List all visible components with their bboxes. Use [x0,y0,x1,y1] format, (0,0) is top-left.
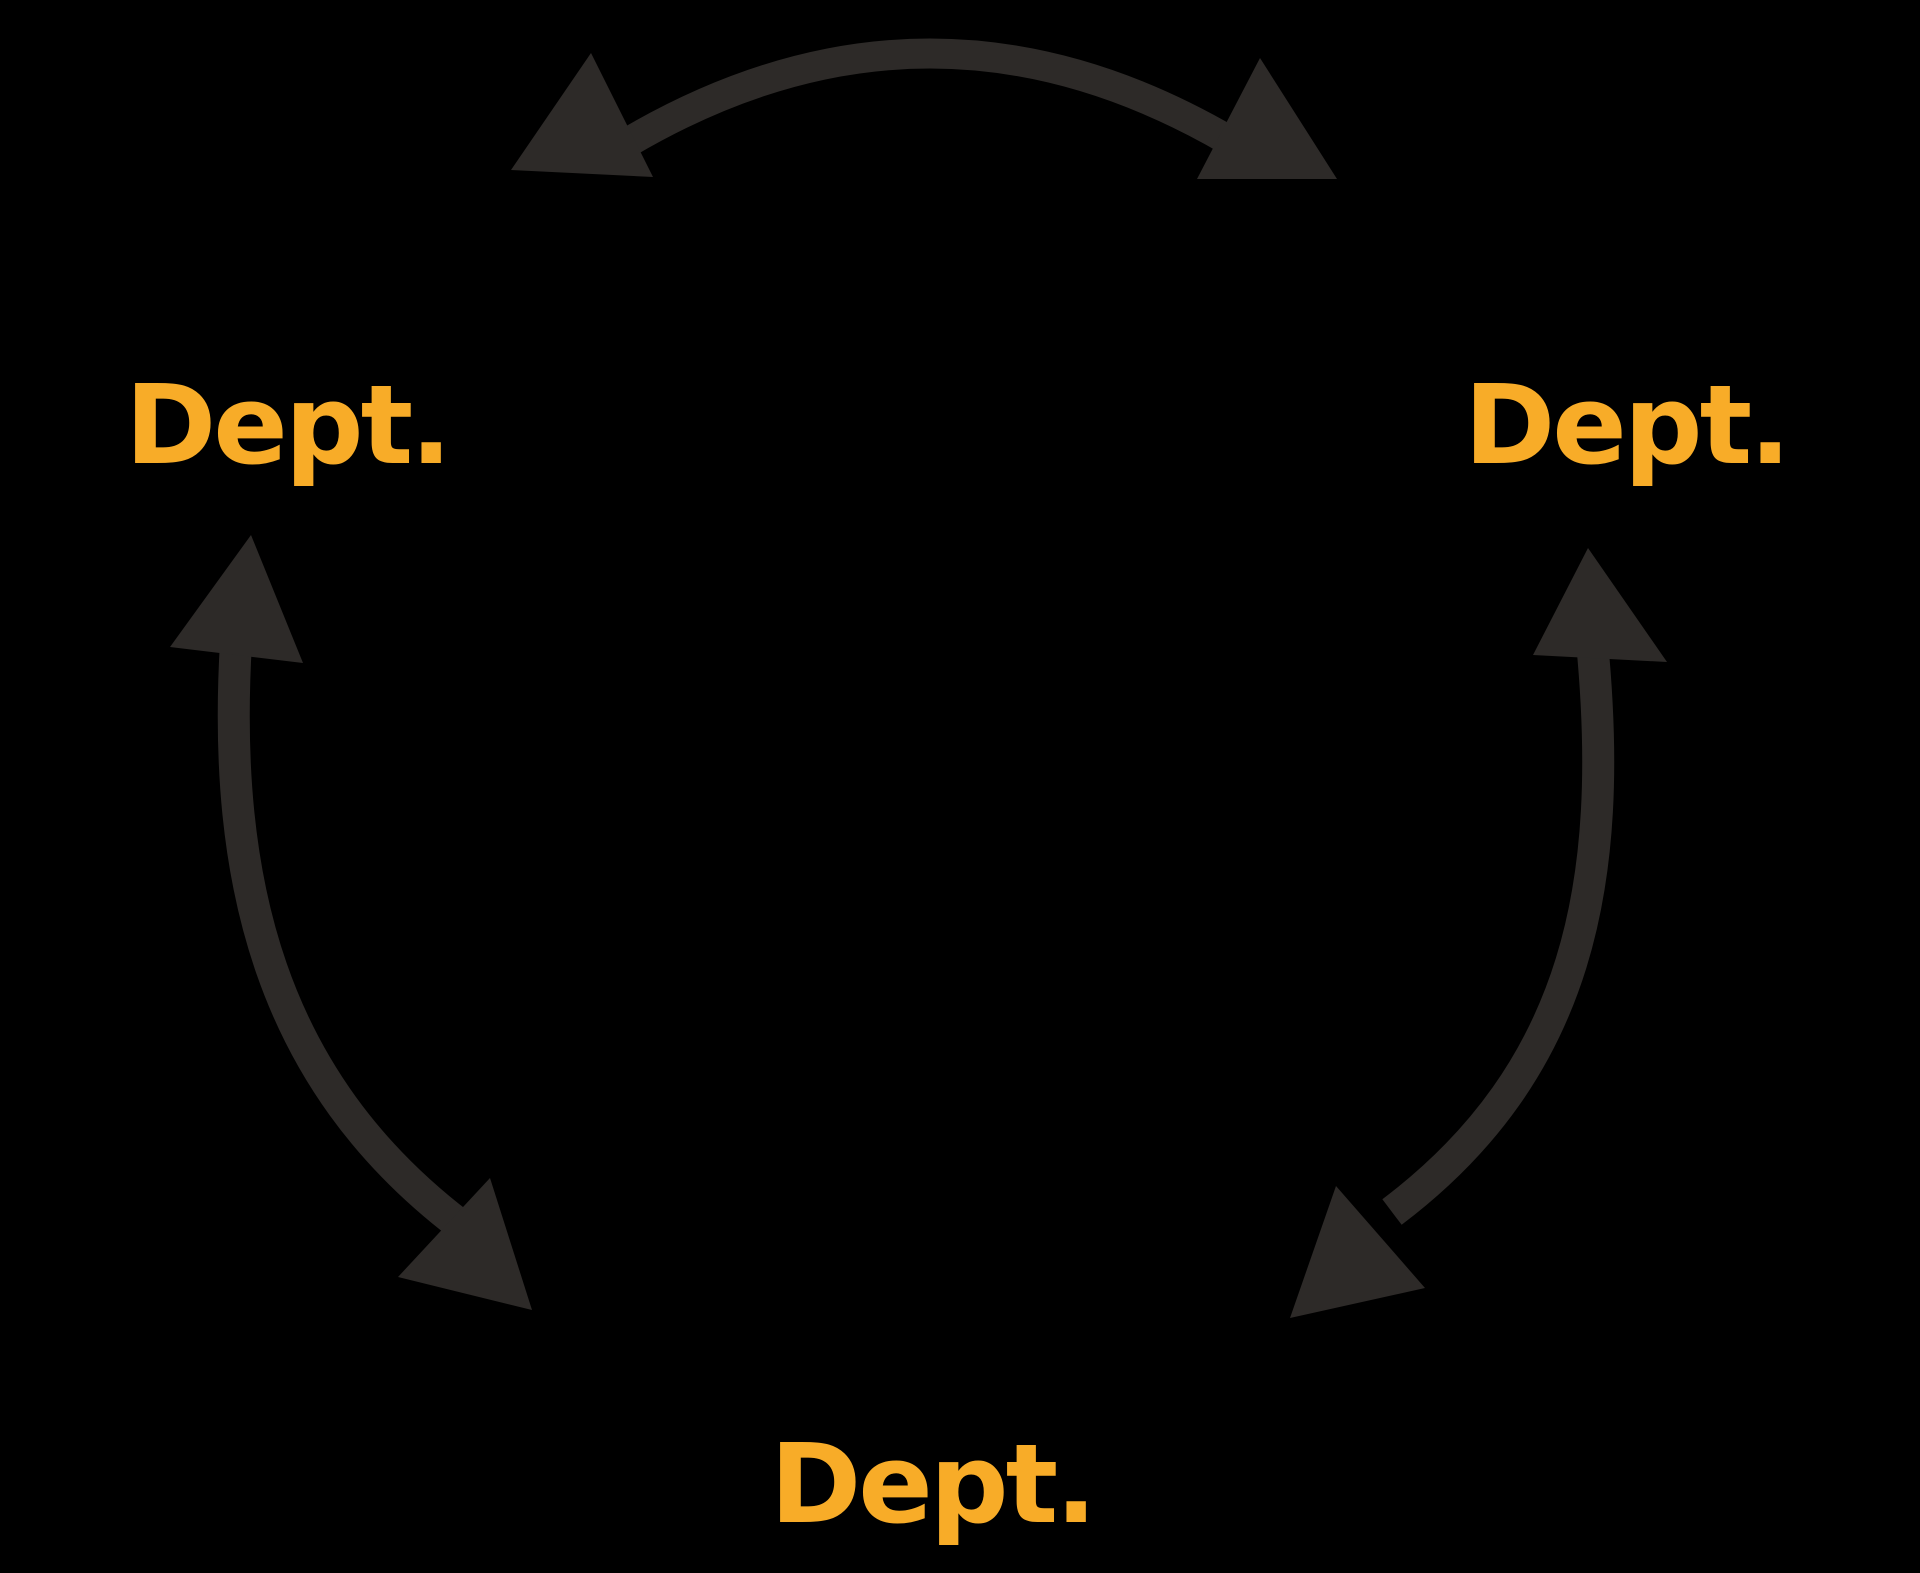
dept-label-bottom: Dept. [770,1420,1097,1548]
top-arrow-left-head-icon [511,53,653,177]
right-arrow-bottom-head-icon [1290,1186,1425,1318]
top-bidirectional-arrow-icon [511,38,1337,179]
top-arrow-shaft [604,38,1256,165]
right-arrow-top-head-icon [1533,548,1667,662]
top-arrow-right-head-icon [1197,58,1337,179]
left-arrow-bottom-head-icon [398,1178,532,1310]
right-bidirectional-arrow-icon [1290,548,1667,1318]
dept-label-left: Dept. [125,361,452,489]
left-arrow-shaft [217,641,470,1238]
dept-label-right: Dept. [1464,361,1791,489]
left-bidirectional-arrow-icon [170,535,532,1310]
right-arrow-shaft [1382,640,1615,1225]
left-arrow-top-head-icon [170,535,303,663]
